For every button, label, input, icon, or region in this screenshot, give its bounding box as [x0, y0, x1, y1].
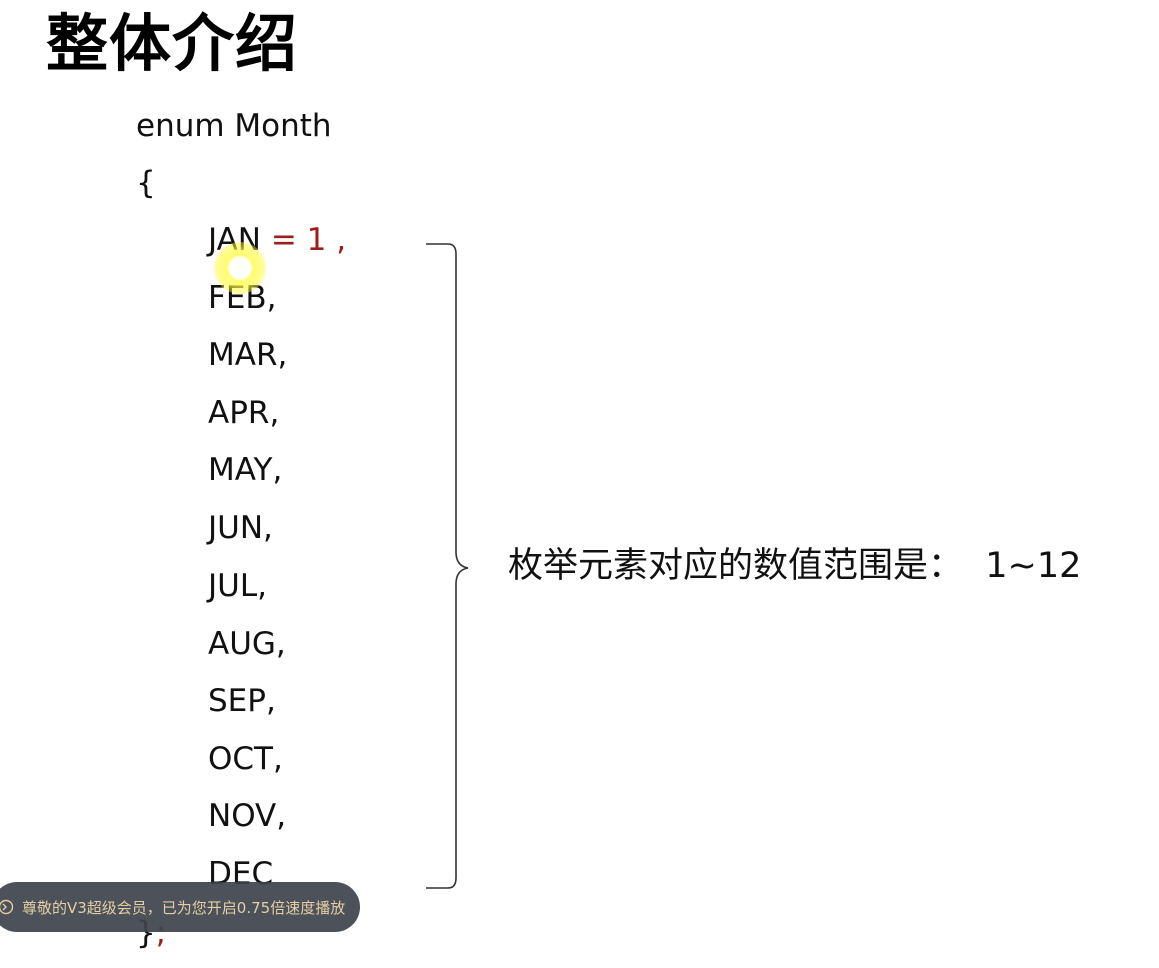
close-semicolon: ;	[155, 915, 167, 951]
enum-item: OCT,	[208, 741, 283, 777]
enum-item: FEB,	[208, 280, 277, 316]
toast-message: 尊敬的V3超级会员，已为您开启0.75倍速度播放	[22, 898, 346, 917]
slide-title: 整体介绍	[46, 7, 299, 80]
enum-item: APR,	[208, 395, 280, 431]
playback-speed-toast: 尊敬的V3超级会员，已为您开启0.75倍速度播放	[0, 882, 360, 932]
enum-declaration: enum Month	[136, 108, 332, 144]
enum-item: MAR,	[208, 337, 288, 373]
enum-item: NOV,	[208, 798, 287, 834]
value-range-note: 枚举元素对应的数值范围是： 1~12	[508, 546, 1082, 586]
enum-item-jan-assign: = 1 ,	[261, 222, 347, 258]
enum-item: MAY,	[208, 452, 283, 488]
enum-item: AUG,	[208, 626, 286, 662]
enum-item: JUL,	[208, 568, 267, 604]
speed-icon	[0, 899, 14, 915]
enum-item: SEP,	[208, 683, 276, 719]
enum-item-jan-name: JAN	[208, 222, 261, 258]
enum-item: JUN,	[208, 510, 273, 546]
open-brace: {	[136, 165, 156, 201]
enum-item-jan: JAN = 1 ,	[208, 220, 346, 260]
curly-brace-icon	[426, 243, 469, 889]
